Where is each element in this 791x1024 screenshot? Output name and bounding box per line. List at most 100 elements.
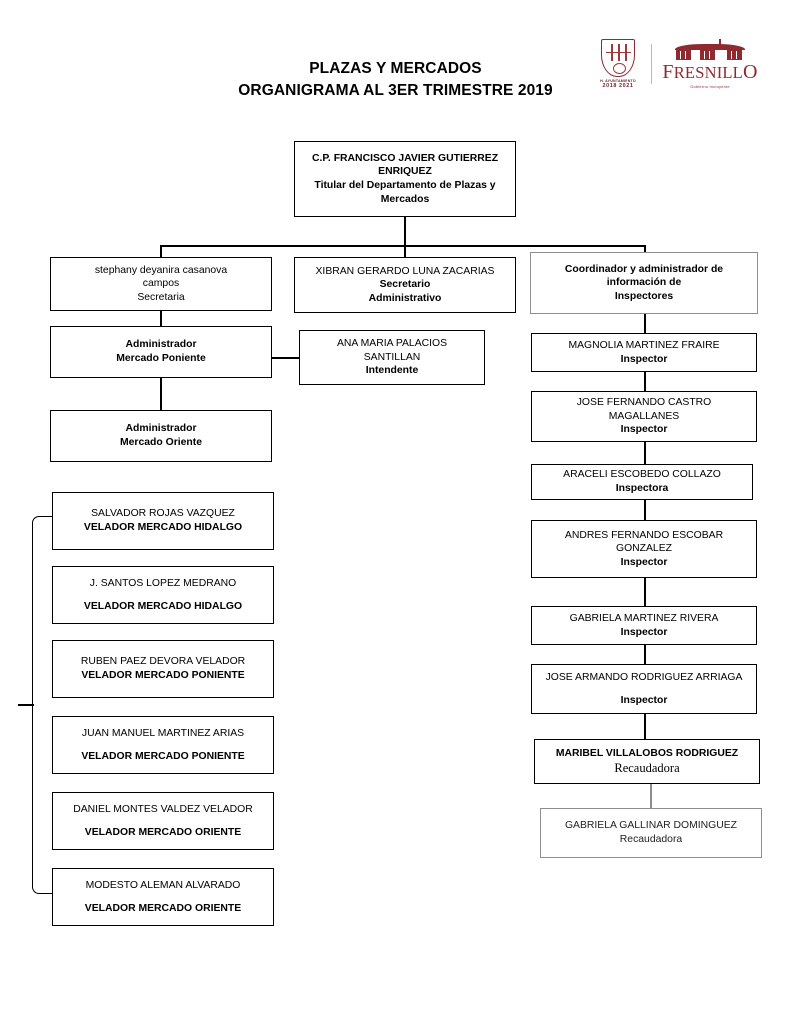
node-recaudadora-1[interactable]: MARIBEL VILLALOBOS RODRIGUEZ Recaudadora: [534, 739, 760, 784]
connector-row2-bus: [160, 245, 645, 247]
connector-admin-intendente: [272, 357, 299, 359]
connector-admin-poniente-oriente: [160, 377, 162, 410]
head-title-line1: Titular del Departamento de Plazas y: [314, 180, 496, 191]
recaudadora-2-name: GABRIELA GALLINAR DOMINGUEZ: [564, 820, 738, 832]
velador-6-title: VELADOR MERCADO ORIENTE: [84, 902, 242, 914]
node-velador-2[interactable]: J. SANTOS LOPEZ MEDRANO VELADOR MERCADO …: [52, 566, 274, 624]
connector-inspector-6-recaudadora: [644, 714, 646, 739]
intendente-title: Intendente: [365, 365, 419, 377]
building-icon: [672, 39, 748, 61]
connector-inspector-1-2: [644, 372, 646, 391]
shield-icon: [601, 39, 635, 77]
title-line-2: ORGANIGRAMA AL 3ER TRIMESTRE 2019: [238, 82, 553, 99]
velador-3-title: VELADOR MERCADO PONIENTE: [81, 670, 245, 681]
connector-inspector-4-5: [644, 578, 646, 606]
recaudadora-2-title: Recaudadora: [619, 834, 683, 845]
velador-3-name: RUBEN PAEZ DEVORA VELADOR: [80, 656, 246, 668]
velador-bracket-stem: [18, 704, 34, 706]
velador-1-title: VELADOR MERCADO HIDALGO: [83, 522, 243, 533]
inspector-6-title: Inspector: [620, 694, 668, 706]
inspector-4-title: Inspector: [620, 556, 668, 568]
connector-drop-secretario-admin: [404, 245, 406, 257]
connector-drop-secretaria: [160, 245, 162, 257]
connector-inspector-5-6: [644, 645, 646, 664]
node-inspector-5[interactable]: GABRIELA MARTINEZ RIVERA Inspector: [531, 606, 757, 645]
coordinador-line3: Inspectores: [614, 290, 674, 302]
node-administrador-mercado-oriente[interactable]: Administrador Mercado Oriente: [50, 410, 272, 462]
node-velador-5[interactable]: DANIEL MONTES VALDEZ VELADOR VELADOR MER…: [52, 792, 274, 850]
inspector-2-title: Inspector: [620, 424, 668, 436]
inspector-3-name: ARACELI ESCOBEDO COLLAZO: [563, 469, 721, 481]
admin-poniente-line2: Mercado Poniente: [116, 353, 206, 364]
connector-secretaria-admin-poniente: [160, 310, 162, 326]
node-inspector-2[interactable]: JOSE FERNANDO CASTRO MAGALLANES Inspecto…: [531, 391, 757, 442]
node-recaudadora-2[interactable]: GABRIELA GALLINAR DOMINGUEZ Recaudadora: [540, 808, 762, 858]
secretaria-title: Secretaria: [137, 291, 185, 303]
admin-poniente-line1: Administrador: [125, 339, 197, 351]
municipal-crest-logo: H. AYUNTAMIENTO 2018 2021: [592, 39, 644, 89]
fresnillo-wordmark: FRESNILLO: [662, 62, 757, 82]
fresnillo-logo: FRESNILLO Gobierno Incluyente: [661, 39, 759, 89]
head-name-line2: ENRIQUEZ: [378, 166, 432, 178]
title-line-1: PLAZAS Y MERCADOS: [309, 60, 482, 77]
node-administrador-mercado-poniente[interactable]: Administrador Mercado Poniente: [50, 326, 272, 378]
velador-1-name: SALVADOR ROJAS VAZQUEZ: [91, 508, 235, 520]
admin-oriente-line1: Administrador: [125, 423, 197, 435]
page-title: PLAZAS Y MERCADOS ORGANIGRAMA AL 3ER TRI…: [0, 58, 791, 102]
inspector-6-name: JOSE ARMANDO RODRIGUEZ ARRIAGA: [545, 671, 743, 683]
velador-4-name: JUAN MANUEL MARTINEZ ARIAS: [81, 727, 245, 739]
connector-head-down: [404, 217, 406, 246]
inspector-1-title: Inspector: [620, 353, 668, 365]
wordmark-cap: F: [662, 61, 674, 84]
connector-coordinador-inspector-1: [644, 313, 646, 333]
logo-divider: [651, 44, 652, 84]
node-inspector-4[interactable]: ANDRES FERNANDO ESCOBAR GONZALEZ Inspect…: [531, 520, 757, 578]
recaudadora-1-title: Recaudadora: [614, 761, 680, 776]
node-velador-4[interactable]: JUAN MANUEL MARTINEZ ARIAS VELADOR MERCA…: [52, 716, 274, 774]
node-velador-6[interactable]: MODESTO ALEMAN ALVARADO VELADOR MERCADO …: [52, 868, 274, 926]
coordinador-line1: Coordinador y administrador de: [564, 263, 724, 275]
velador-2-name: J. SANTOS LOPEZ MEDRANO: [89, 577, 237, 589]
intendente-name-line1: ANA MARIA PALACIOS: [336, 338, 448, 350]
coordinador-line2: información de: [606, 277, 682, 289]
inspector-2-name-line2: MAGALLANES: [608, 410, 680, 422]
secretaria-name-line2: campos: [142, 278, 180, 290]
node-intendente[interactable]: ANA MARIA PALACIOS SANTILLAN Intendente: [299, 330, 485, 385]
connector-inspector-2-3: [644, 442, 646, 464]
velador-group-bracket: [32, 516, 54, 894]
admin-oriente-line2: Mercado Oriente: [120, 437, 202, 448]
wordmark-cap-end: O: [742, 61, 758, 84]
velador-5-title: VELADOR MERCADO ORIENTE: [84, 826, 242, 838]
velador-6-name: MODESTO ALEMAN ALVARADO: [85, 879, 241, 891]
inspector-2-name-line1: JOSE FERNANDO CASTRO: [576, 397, 712, 409]
secretaria-name-line1: stephany deyanira casanova: [94, 264, 228, 276]
node-inspector-1[interactable]: MAGNOLIA MARTINEZ FRAIRE Inspector: [531, 333, 757, 372]
secretario-admin-title-line2: Administrativo: [368, 292, 442, 304]
connector-inspector-3-4: [644, 500, 646, 520]
wordmark-rest: RESNILL: [673, 63, 743, 83]
intendente-name-line2: SANTILLAN: [363, 351, 421, 363]
velador-2-title: VELADOR MERCADO HIDALGO: [83, 600, 243, 612]
inspector-1-name: MAGNOLIA MARTINEZ FRAIRE: [568, 339, 720, 351]
velador-4-title: VELADOR MERCADO PONIENTE: [81, 750, 245, 762]
node-department-head[interactable]: C.P. FRANCISCO JAVIER GUTIERREZ ENRIQUEZ…: [294, 141, 516, 217]
node-coordinador-inspectores[interactable]: Coordinador y administrador de informaci…: [530, 252, 758, 314]
inspector-4-name-line1: ANDRES FERNANDO ESCOBAR: [564, 529, 724, 541]
recaudadora-1-name: MARIBEL VILLALOBOS RODRIGUEZ: [555, 747, 739, 759]
head-name-line1: C.P. FRANCISCO JAVIER GUTIERREZ: [311, 152, 499, 164]
secretario-admin-name: XIBRAN GERARDO LUNA ZACARIAS: [315, 265, 495, 277]
node-secretario-administrativo[interactable]: XIBRAN GERARDO LUNA ZACARIAS Secretario …: [294, 257, 516, 313]
logo-area: H. AYUNTAMIENTO 2018 2021 FRESNILLO Gobi…: [592, 38, 762, 90]
node-secretaria[interactable]: stephany deyanira casanova campos Secret…: [50, 257, 272, 311]
connector-recaudadora-1-2: [650, 784, 652, 808]
inspector-4-name-line2: GONZALEZ: [615, 543, 672, 555]
node-inspector-6[interactable]: JOSE ARMANDO RODRIGUEZ ARRIAGA Inspector: [531, 664, 757, 714]
crest-years: 2018 2021: [602, 83, 634, 89]
node-velador-3[interactable]: RUBEN PAEZ DEVORA VELADOR VELADOR MERCAD…: [52, 640, 274, 698]
crest-caption: H. AYUNTAMIENTO: [600, 79, 636, 83]
node-inspector-3[interactable]: ARACELI ESCOBEDO COLLAZO Inspectora: [531, 464, 753, 500]
connector-drop-coordinador: [644, 245, 646, 257]
inspector-3-title: Inspectora: [615, 483, 669, 494]
velador-5-name: DANIEL MONTES VALDEZ VELADOR: [73, 803, 253, 815]
node-velador-1[interactable]: SALVADOR ROJAS VAZQUEZ VELADOR MERCADO H…: [52, 492, 274, 550]
